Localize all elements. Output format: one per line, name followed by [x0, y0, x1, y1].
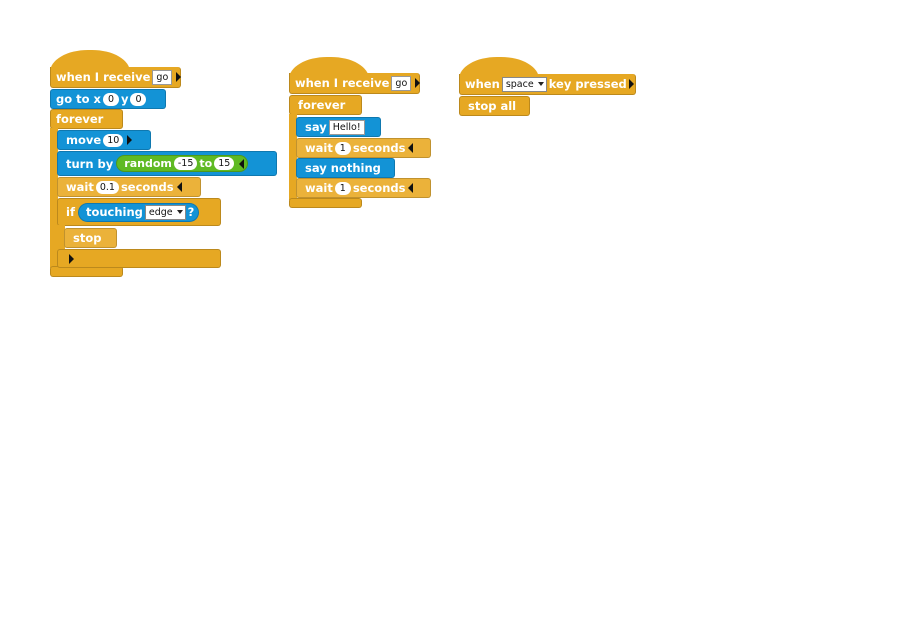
wait-block[interactable]: wait 0.1 seconds	[57, 177, 201, 197]
message-arrow-icon[interactable]	[415, 78, 421, 88]
when-i-receive-label: when I receive	[295, 76, 390, 90]
move-block[interactable]: move 10	[57, 130, 151, 150]
forever-arm	[289, 114, 297, 200]
forever-block[interactable]: forever	[289, 95, 362, 115]
if-label: if	[66, 205, 75, 219]
wait-input[interactable]: 0.1	[95, 180, 119, 194]
forever-block[interactable]: forever	[50, 109, 123, 129]
say-block[interactable]: say Hello!	[296, 117, 381, 137]
if-arm	[57, 225, 65, 251]
forever-label: forever	[298, 98, 346, 112]
wait-block-1[interactable]: wait 1 seconds	[296, 138, 431, 158]
message-arrow-icon[interactable]	[176, 72, 182, 82]
wait-unit-label: seconds	[352, 141, 406, 155]
turn-by-label: turn by	[66, 156, 114, 171]
chevron-down-icon[interactable]	[537, 82, 544, 86]
wait-block-2[interactable]: wait 1 seconds	[296, 178, 431, 198]
random-to-input[interactable]: 15	[214, 157, 235, 170]
random-to-label: to	[199, 157, 213, 170]
when-i-receive-block[interactable]: when I receive go	[289, 73, 421, 94]
key-arrow-icon[interactable]	[628, 79, 634, 89]
say-text-input[interactable]: Hello!	[328, 119, 365, 135]
wait-label: wait	[66, 180, 94, 194]
wait-unit-label: seconds	[352, 181, 406, 195]
key-pressed-label: key pressed	[548, 77, 627, 91]
if-expand-arrow-icon[interactable]	[69, 253, 74, 264]
x-input[interactable]: 0	[102, 92, 119, 106]
question-mark: ?	[187, 205, 195, 219]
y-input[interactable]: 0	[130, 92, 147, 106]
wait-label: wait	[305, 181, 333, 195]
chevron-down-icon[interactable]	[176, 210, 183, 214]
message-dropdown[interactable]: go	[391, 75, 412, 91]
move-steps-input[interactable]: 10	[103, 133, 124, 147]
say-nothing-block[interactable]: say nothing	[296, 158, 395, 178]
random-block[interactable]: random -15 to 15	[116, 155, 249, 172]
stop-block[interactable]: stop	[64, 228, 117, 248]
touching-block[interactable]: touching edge ?	[77, 202, 200, 222]
go-to-x-label: go to x	[56, 92, 101, 106]
wait-input-1[interactable]: 1	[334, 141, 351, 155]
wait-arrow-icon[interactable]	[176, 182, 182, 192]
touching-label: touching	[85, 205, 143, 219]
forever-label: forever	[56, 112, 104, 126]
if-bottom	[57, 249, 221, 268]
turn-by-block[interactable]: turn by random -15 to 15	[57, 151, 277, 176]
say-label: say	[305, 120, 327, 134]
forever-arm	[50, 128, 58, 268]
when-label: when	[465, 77, 500, 91]
wait-arrow-icon[interactable]	[408, 143, 414, 153]
stop-all-block[interactable]: stop all	[459, 96, 530, 116]
random-from-input[interactable]: -15	[173, 157, 198, 170]
message-dropdown[interactable]: go	[152, 69, 173, 85]
wait-label: wait	[305, 141, 333, 155]
forever-bottom	[289, 198, 362, 208]
move-label: move	[66, 133, 102, 147]
move-arrow-icon[interactable]	[127, 135, 133, 145]
stop-label: stop	[73, 231, 102, 245]
random-arrow-icon[interactable]	[239, 158, 245, 169]
key-dropdown[interactable]: space	[501, 76, 547, 92]
when-i-receive-label: when I receive	[56, 70, 151, 84]
stop-all-label: stop all	[468, 99, 517, 113]
key-value: space	[505, 78, 534, 90]
go-to-xy-block[interactable]: go to x 0 y 0	[50, 89, 166, 109]
random-label: random	[124, 157, 172, 170]
y-label: y	[120, 92, 129, 106]
say-nothing-label: say nothing	[305, 161, 381, 175]
when-key-pressed-block[interactable]: when space key pressed	[459, 74, 636, 95]
if-block[interactable]: if touching edge ?	[57, 198, 221, 226]
touching-dropdown[interactable]: edge	[144, 204, 186, 220]
wait-input-2[interactable]: 1	[334, 181, 351, 195]
when-i-receive-block[interactable]: when I receive go	[50, 67, 182, 88]
wait-arrow-icon[interactable]	[408, 183, 414, 193]
touching-target: edge	[148, 206, 173, 218]
wait-unit-label: seconds	[120, 180, 174, 194]
